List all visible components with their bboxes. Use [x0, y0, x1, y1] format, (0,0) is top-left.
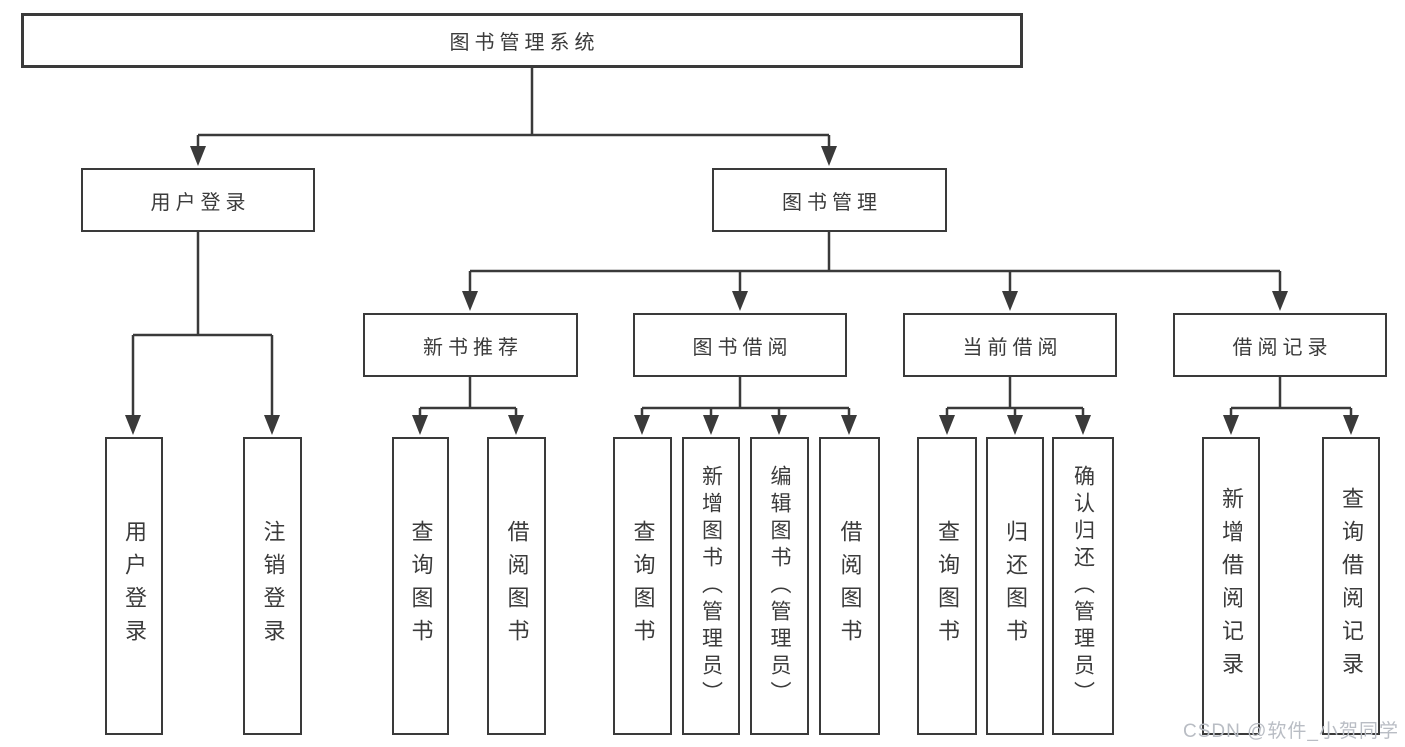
leaf-query-borrow-record-label: 查询借阅记录 — [1339, 487, 1364, 685]
leaf-user-login-label: 用户登录 — [122, 520, 147, 652]
leaf-edit-books-admin: 编辑图书（管理员） — [750, 437, 809, 735]
leaf-add-borrow-record-label: 新增借阅记录 — [1219, 487, 1244, 685]
node-root-label: 图书管理系统 — [449, 32, 600, 54]
node-current-borrowing-label: 当前借阅 — [962, 336, 1063, 359]
node-borrow-records: 借阅记录 — [1173, 313, 1387, 377]
leaf-add-books-admin-label: 新增图书（管理员） — [699, 464, 723, 708]
node-user-login: 用户登录 — [81, 168, 315, 232]
leaf-query-books-2-label: 查询图书 — [630, 520, 656, 652]
leaf-query-books-2: 查询图书 — [613, 437, 672, 735]
leaf-borrow-books-2-label: 借阅图书 — [837, 520, 863, 652]
node-book-management: 图书管理 — [712, 168, 947, 232]
node-new-book-recommend: 新书推荐 — [363, 313, 578, 377]
node-root-library-system: 图书管理系统 — [21, 13, 1023, 68]
leaf-query-books-1: 查询图书 — [392, 437, 449, 735]
csdn-watermark: CSDN @软件_小贺同学 — [1183, 721, 1399, 742]
leaf-query-books-3: 查询图书 — [917, 437, 977, 735]
leaf-borrow-books-2: 借阅图书 — [819, 437, 880, 735]
node-book-borrowing: 图书借阅 — [633, 313, 847, 377]
leaf-borrow-books-1: 借阅图书 — [487, 437, 546, 735]
leaf-logout-label: 注销登录 — [260, 520, 286, 652]
node-user-login-label: 用户登录 — [150, 191, 251, 214]
arrowheads — [125, 146, 1359, 435]
leaf-borrow-books-1-label: 借阅图书 — [504, 520, 530, 652]
leaf-query-borrow-record: 查询借阅记录 — [1322, 437, 1380, 735]
connector-shafts — [131, 68, 1353, 420]
node-current-borrowing: 当前借阅 — [903, 313, 1117, 377]
node-book-management-label: 图书管理 — [782, 191, 882, 214]
leaf-return-books: 归还图书 — [986, 437, 1044, 735]
leaf-confirm-return-admin: 确认归还（管理员） — [1052, 437, 1114, 735]
node-borrow-records-label: 借阅记录 — [1232, 336, 1333, 359]
leaf-confirm-return-admin-label: 确认归还（管理员） — [1071, 464, 1095, 708]
leaf-add-books-admin: 新增图书（管理员） — [682, 437, 740, 735]
leaf-query-books-3-label: 查询图书 — [935, 520, 960, 652]
leaf-edit-books-admin-label: 编辑图书（管理员） — [768, 464, 791, 708]
leaf-logout: 注销登录 — [243, 437, 302, 735]
leaf-user-login: 用户登录 — [105, 437, 163, 735]
node-new-book-recommend-label: 新书推荐 — [423, 336, 523, 359]
node-book-borrowing-label: 图书借阅 — [692, 336, 793, 359]
leaf-add-borrow-record: 新增借阅记录 — [1202, 437, 1260, 735]
leaf-return-books-label: 归还图书 — [1003, 520, 1028, 652]
leaf-query-books-1-label: 查询图书 — [408, 520, 434, 652]
